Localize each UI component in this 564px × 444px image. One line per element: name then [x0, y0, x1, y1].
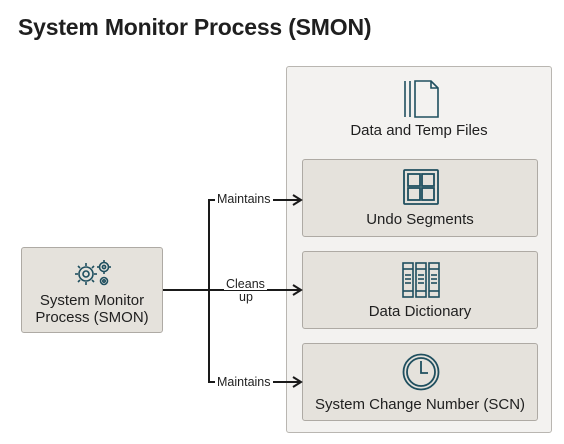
grid-icon	[403, 169, 439, 205]
scn-label: System Change Number (SCN)	[314, 396, 526, 413]
arrowhead-top	[292, 194, 303, 206]
data-temp-files-container: Data and Temp Files Undo Segments	[286, 66, 552, 433]
catalog-icon	[402, 262, 440, 298]
gears-icon	[75, 260, 111, 286]
page-title: System Monitor Process (SMON)	[18, 14, 372, 40]
edge-label-maintains-scn: Maintains	[215, 375, 273, 389]
undo-segments-box: Undo Segments	[302, 159, 538, 237]
arrowhead-bottom	[292, 376, 303, 388]
smon-process-box: System Monitor Process (SMON)	[21, 247, 163, 333]
connector-middle	[209, 289, 301, 291]
scn-box: System Change Number (SCN)	[302, 343, 538, 421]
undo-segments-label: Undo Segments	[366, 211, 474, 228]
clock-icon	[402, 353, 440, 391]
process-label-line1: System Monitor	[39, 292, 145, 309]
arrowhead-middle	[292, 284, 303, 296]
process-label-line2: Process (SMON)	[35, 309, 149, 326]
connector-vertical	[208, 199, 210, 383]
edge-label-maintains-undo: Maintains	[215, 192, 273, 206]
connector-trunk	[163, 289, 209, 291]
edge-label-cleans-up-line1: Cleans	[224, 277, 267, 291]
edge-label-cleans-up-line2: up	[237, 290, 255, 304]
data-dictionary-box: Data Dictionary	[302, 251, 538, 329]
container-title: Data and Temp Files	[350, 122, 488, 139]
files-icon	[404, 80, 439, 118]
data-dictionary-label: Data Dictionary	[368, 303, 472, 320]
